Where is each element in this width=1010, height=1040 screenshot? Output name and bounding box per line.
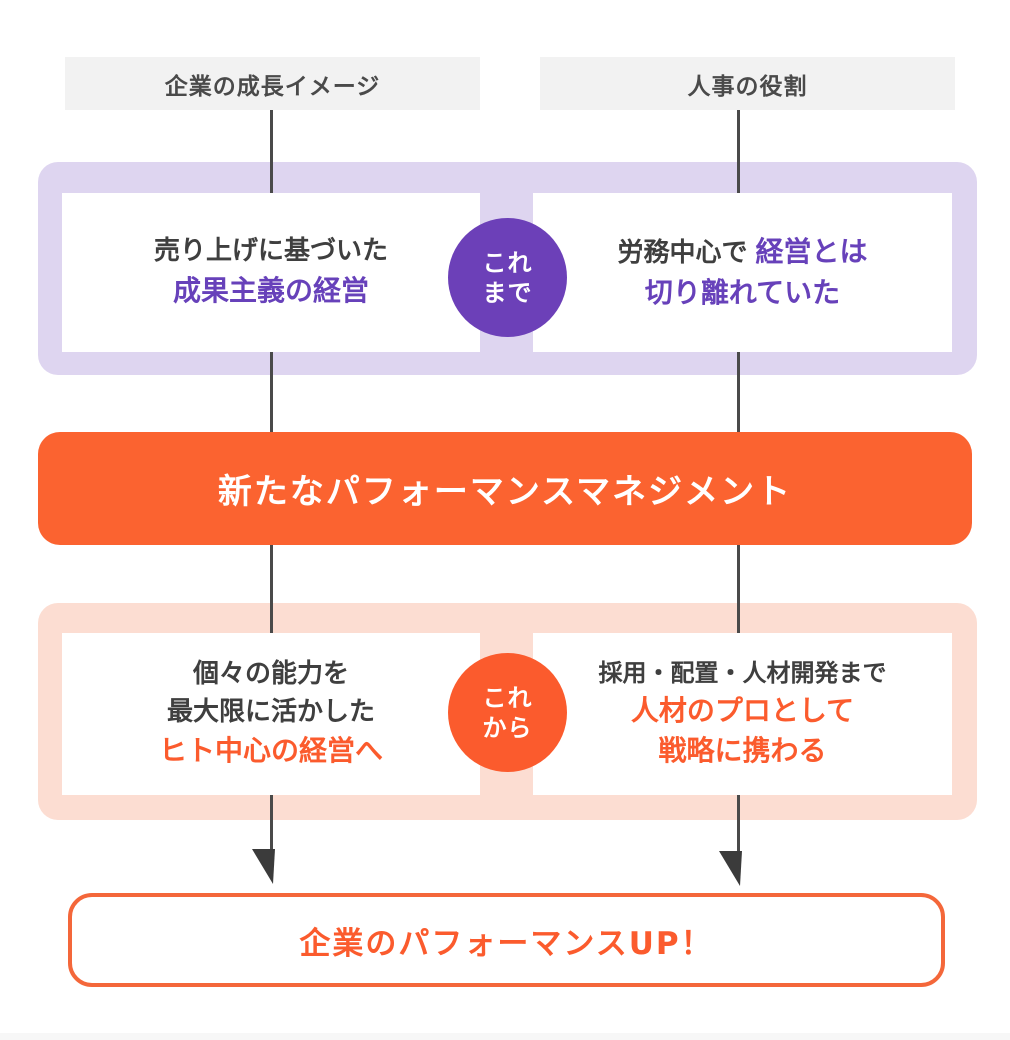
- past-left-line2: 成果主義の経営: [172, 274, 369, 308]
- badge-until-now-line1: これ: [482, 248, 533, 277]
- past-right-line1: 労務中心で経営とは: [617, 232, 867, 273]
- future-left-line2: 最大限に活かした: [166, 696, 375, 727]
- column-header-company-growth: 企業の成長イメージ: [65, 57, 480, 110]
- future-left-line1: 個々の能力を: [192, 659, 349, 690]
- new-performance-management-banner: 新たなパフォーマンスマネジメント: [38, 432, 972, 545]
- future-left-statement-box: 個々の能力を 最大限に活かした ヒト中心の経営へ: [62, 633, 480, 795]
- banner-label: 新たなパフォーマンスマネジメント: [217, 472, 793, 512]
- future-right-line1: 採用・配置・人材開発まで: [598, 659, 887, 687]
- badge-from-now-line2: から: [482, 713, 533, 742]
- future-left-line3: ヒト中心の経営へ: [158, 734, 383, 768]
- arrow-down-icon: [719, 851, 742, 886]
- past-right-line1-accent: 経営とは: [755, 234, 868, 268]
- result-box: 企業のパフォーマンスUP！: [68, 893, 945, 987]
- badge-until-now: これ まで: [448, 218, 567, 337]
- future-right-line2: 人材のプロとして: [630, 693, 855, 727]
- past-left-statement-box: 売り上げに基づいた 成果主義の経営: [62, 193, 480, 352]
- badge-from-now-line1: これ: [482, 683, 533, 712]
- column-header-hr-role: 人事の役割: [540, 57, 955, 110]
- past-right-line2: 切り離れていた: [644, 275, 841, 309]
- column-header-hr-role-label: 人事の役割: [687, 73, 808, 100]
- badge-until-now-line2: まで: [482, 278, 533, 307]
- future-right-statement-box: 採用・配置・人材開発まで 人材のプロとして 戦略に携わる: [533, 633, 952, 795]
- badge-from-now: これ から: [448, 653, 567, 772]
- column-header-company-growth-label: 企業の成長イメージ: [164, 73, 381, 100]
- past-right-statement-box: 労務中心で経営とは 切り離れていた: [533, 193, 952, 352]
- past-left-line1: 売り上げに基づいた: [153, 236, 388, 267]
- past-right-line1-plain: 労務中心で: [617, 237, 748, 268]
- arrow-down-icon: [252, 849, 275, 884]
- future-right-line3: 戦略に携わる: [658, 734, 827, 768]
- bottom-page-strip: [0, 1033, 1010, 1040]
- result-label: 企業のパフォーマンスUP！: [299, 925, 714, 962]
